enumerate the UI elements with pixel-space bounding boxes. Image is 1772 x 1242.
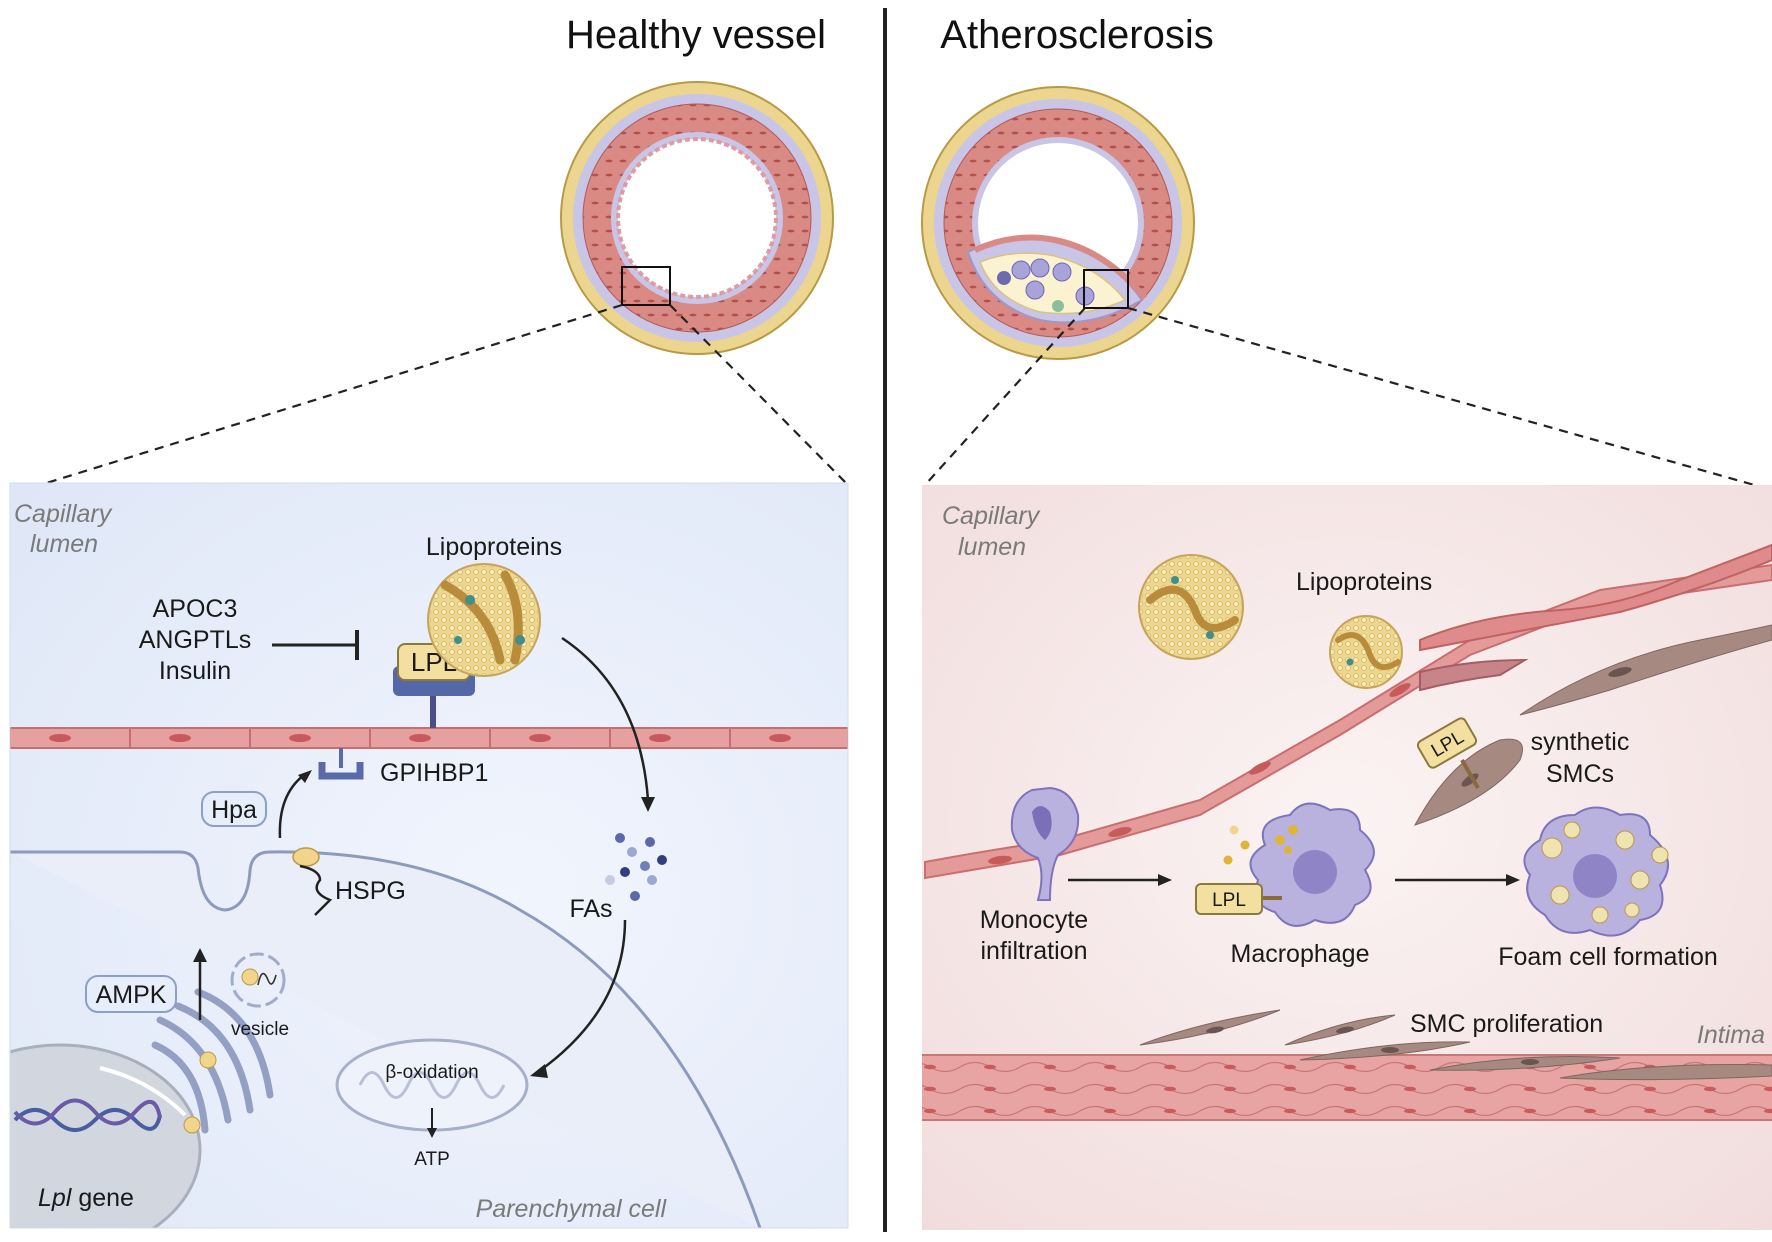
ampk-label: AMPK xyxy=(96,981,167,1009)
healthy-zoom-line-right xyxy=(669,304,849,486)
dna-helix-icon xyxy=(13,1098,162,1132)
secretion-arrow xyxy=(193,948,207,1020)
angptls-label: ANGPTLs xyxy=(139,626,252,654)
healthy-zoom-panel: LPL xyxy=(10,483,848,1228)
lipoprotein-particle-healthy xyxy=(427,563,541,677)
smooth-muscle-band xyxy=(922,1055,1772,1120)
macrophage-lpl-label: LPL xyxy=(1212,890,1246,911)
hpa-label: Hpa xyxy=(211,796,257,824)
foam-cell-formation-label: Foam cell formation xyxy=(1498,943,1718,971)
healthy-capillary-lumen-label-line1: Capillary xyxy=(14,500,113,528)
lpl-gene-label: Lpl gene xyxy=(38,1184,134,1212)
lpl-gene-italic: Lpl xyxy=(38,1184,73,1212)
foam-cell-icon xyxy=(1523,806,1669,937)
vesicle-label: vesicle xyxy=(231,1019,289,1040)
athero-zoom-panel: LPL xyxy=(922,485,1772,1230)
healthy-vessel-title: Healthy vessel xyxy=(566,13,826,57)
beta-oxidation-label: β-oxidation xyxy=(385,1062,478,1083)
vesicle-icon xyxy=(230,952,286,1008)
synthetic-smcs-icon xyxy=(1413,624,1772,826)
fatty-acids-icon xyxy=(605,833,667,901)
athero-lipoproteins-label: Lipoproteins xyxy=(1296,568,1432,596)
hpa-box xyxy=(201,791,267,827)
smc-lpl-tag: LPL xyxy=(1416,717,1480,789)
athero-capillary-lumen-label-line1: Capillary xyxy=(942,502,1041,530)
healthy-capillary-lumen-label-line2: lumen xyxy=(30,530,98,558)
mitochondrion-icon xyxy=(335,1038,529,1138)
hpa-arrow xyxy=(278,774,305,839)
macrophage-label: Macrophage xyxy=(1231,940,1370,968)
apoc3-label: APOC3 xyxy=(153,595,238,623)
inhibition-arrow xyxy=(272,630,359,660)
atherosclerosis-title: Atherosclerosis xyxy=(940,13,1213,57)
lpl-gene-rest: gene xyxy=(71,1184,134,1212)
lipoprotein-particle-small xyxy=(1329,615,1403,689)
insulin-label: Insulin xyxy=(159,657,231,685)
macrophage-lpl-tag: LPL xyxy=(1195,883,1282,915)
athero-zoom-line-left xyxy=(924,307,1086,486)
fa-transport-arrow xyxy=(537,919,627,1074)
ampk-box xyxy=(85,975,177,1013)
athero-vessel-cross-section xyxy=(921,86,1195,360)
fas-label: FAs xyxy=(569,895,612,923)
gpihbp1-label: GPIHBP1 xyxy=(380,759,488,787)
hspg-icon xyxy=(292,847,333,916)
parenchymal-cell-membrane xyxy=(10,850,762,1228)
healthy-zoom-line-left xyxy=(39,303,623,487)
athero-capillary-lumen-label-line2: lumen xyxy=(958,533,1026,561)
athero-endothelial-layer xyxy=(924,563,1772,880)
athero-zoom-box xyxy=(1083,269,1129,309)
atp-label: ATP xyxy=(414,1149,450,1170)
monocyte-infiltration-label-line2: infiltration xyxy=(981,937,1088,965)
parenchymal-cell-label: Parenchymal cell xyxy=(476,1195,668,1223)
hspg-label: HSPG xyxy=(335,877,406,905)
monocyte-icon xyxy=(1010,786,1080,901)
lipoprotein-particle-large xyxy=(1138,554,1244,660)
monocyte-infiltration-label-line1: Monocyte xyxy=(980,906,1088,934)
healthy-vessel-cross-section xyxy=(560,81,834,355)
synthetic-smcs-label-line2: SMCs xyxy=(1546,760,1614,788)
proliferating-smcs-icon xyxy=(1139,1009,1772,1081)
healthy-zoom-box xyxy=(621,266,671,306)
intima-label: Intima xyxy=(1697,1021,1765,1049)
synthetic-smcs-label-line1: synthetic xyxy=(1531,728,1630,756)
healthy-lipoproteins-label: Lipoproteins xyxy=(426,533,562,561)
smc-proliferation-label: SMC proliferation xyxy=(1410,1010,1603,1038)
lipolysis-arrow xyxy=(561,636,650,801)
endothelial-layer xyxy=(10,727,848,749)
athero-zoom-line-right xyxy=(1127,306,1772,492)
gpihbp1-receptor-icon xyxy=(318,748,364,780)
